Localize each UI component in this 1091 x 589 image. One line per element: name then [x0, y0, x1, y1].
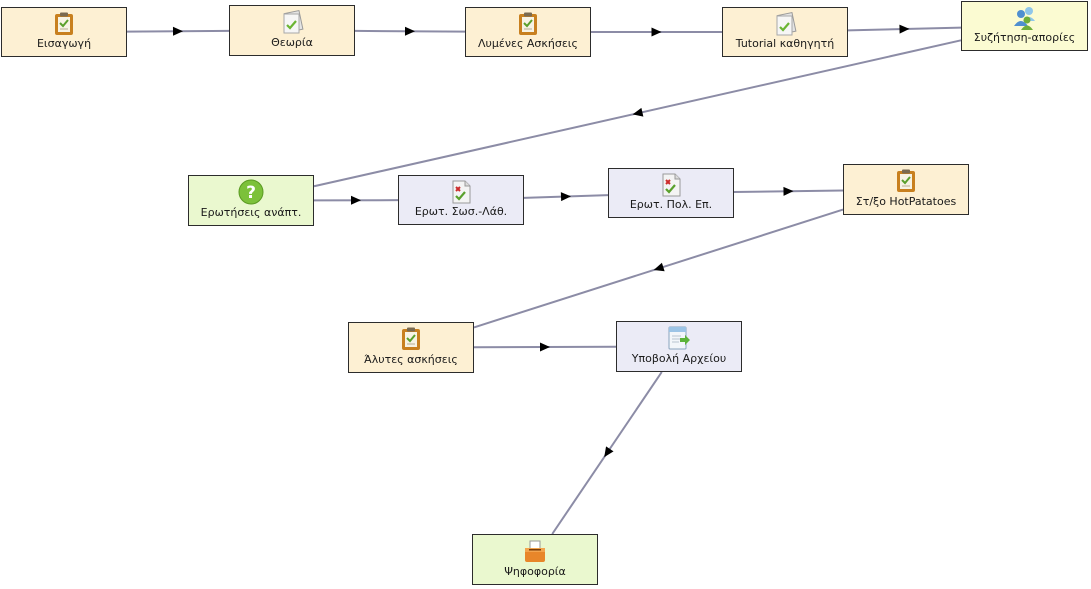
- node-eisagogi[interactable]: Εισαγωγή: [1, 7, 127, 57]
- edge-n9-n10: [473, 208, 844, 329]
- node-label: Συζήτηση-απορίες: [973, 31, 1076, 44]
- node-hotpatatoes[interactable]: Στ/ξο HotPatatoes: [843, 164, 969, 215]
- resource-check-icon: [279, 9, 305, 35]
- node-psifoforia[interactable]: Ψηφοφορία: [472, 534, 598, 585]
- arrowhead: [172, 26, 183, 36]
- arrowhead: [653, 262, 665, 272]
- edge-n1-n2: [126, 29, 230, 33]
- arrowhead: [651, 27, 662, 37]
- node-lymenes-askiseis[interactable]: Λυμένες Ασκήσεις: [465, 7, 591, 57]
- node-label: Tutorial καθηγητή: [735, 37, 835, 50]
- clipboard-icon: [51, 11, 77, 37]
- arrowhead: [899, 24, 910, 34]
- arrowhead: [632, 107, 644, 117]
- node-erot-sosto-lathos[interactable]: Ερωτ. Σωσ.-Λάθ.: [398, 175, 524, 225]
- node-label: Θεωρία: [271, 36, 313, 49]
- node-label: Υποβολή Αρχείου: [631, 352, 727, 365]
- people-icon: [1012, 5, 1038, 31]
- edge-n10-n11: [473, 345, 617, 349]
- edge-n11-n12: [551, 371, 663, 535]
- edge-n4-n5: [847, 26, 962, 32]
- quiz-icon: [448, 179, 474, 205]
- node-alytes-askiseis[interactable]: Άλυτες ασκήσεις: [348, 322, 474, 373]
- svg-text:?: ?: [246, 183, 256, 203]
- edge-n7-n8: [523, 194, 609, 199]
- clipboard-icon: [893, 168, 919, 194]
- node-erotiseis-anaptyxis[interactable]: ? Ερωτήσεις ανάπτ.: [188, 175, 314, 226]
- ballot-icon: [522, 538, 548, 564]
- edge-n8-n9: [733, 189, 844, 194]
- arrowhead: [350, 195, 361, 205]
- question-icon: ?: [238, 179, 264, 205]
- node-label: Λυμένες Ασκήσεις: [478, 37, 578, 50]
- arrowhead: [604, 446, 614, 458]
- node-tutorial[interactable]: Tutorial καθηγητή: [722, 7, 848, 57]
- resource-check-icon: [772, 11, 798, 37]
- node-label: Στ/ξο HotPatatoes: [855, 195, 957, 208]
- arrowhead: [783, 186, 794, 196]
- node-theoria[interactable]: Θεωρία: [229, 5, 355, 56]
- node-label: Ερωτήσεις ανάπτ.: [200, 206, 302, 219]
- node-ypovoli-arxeiou[interactable]: Υποβολή Αρχείου: [616, 321, 742, 372]
- node-label: Ερωτ. Πολ. Επ.: [629, 198, 713, 211]
- quiz-icon: [658, 172, 684, 198]
- node-syzitisi[interactable]: Συζήτηση-απορίες: [961, 1, 1088, 51]
- upload-icon: [666, 325, 692, 351]
- edge-n2-n3: [354, 29, 466, 33]
- node-erot-pol-epilogis[interactable]: Ερωτ. Πολ. Επ.: [608, 168, 734, 218]
- node-label: Άλυτες ασκήσεις: [364, 353, 458, 366]
- clipboard-icon: [515, 11, 541, 37]
- arrowhead: [539, 342, 550, 352]
- arrowhead: [560, 192, 571, 202]
- node-label: Εισαγωγή: [36, 37, 92, 50]
- node-label: Ερωτ. Σωσ.-Λάθ.: [414, 205, 508, 218]
- clipboard-icon: [398, 326, 424, 352]
- node-label: Ψηφοφορία: [504, 565, 566, 578]
- arrowhead: [404, 26, 415, 36]
